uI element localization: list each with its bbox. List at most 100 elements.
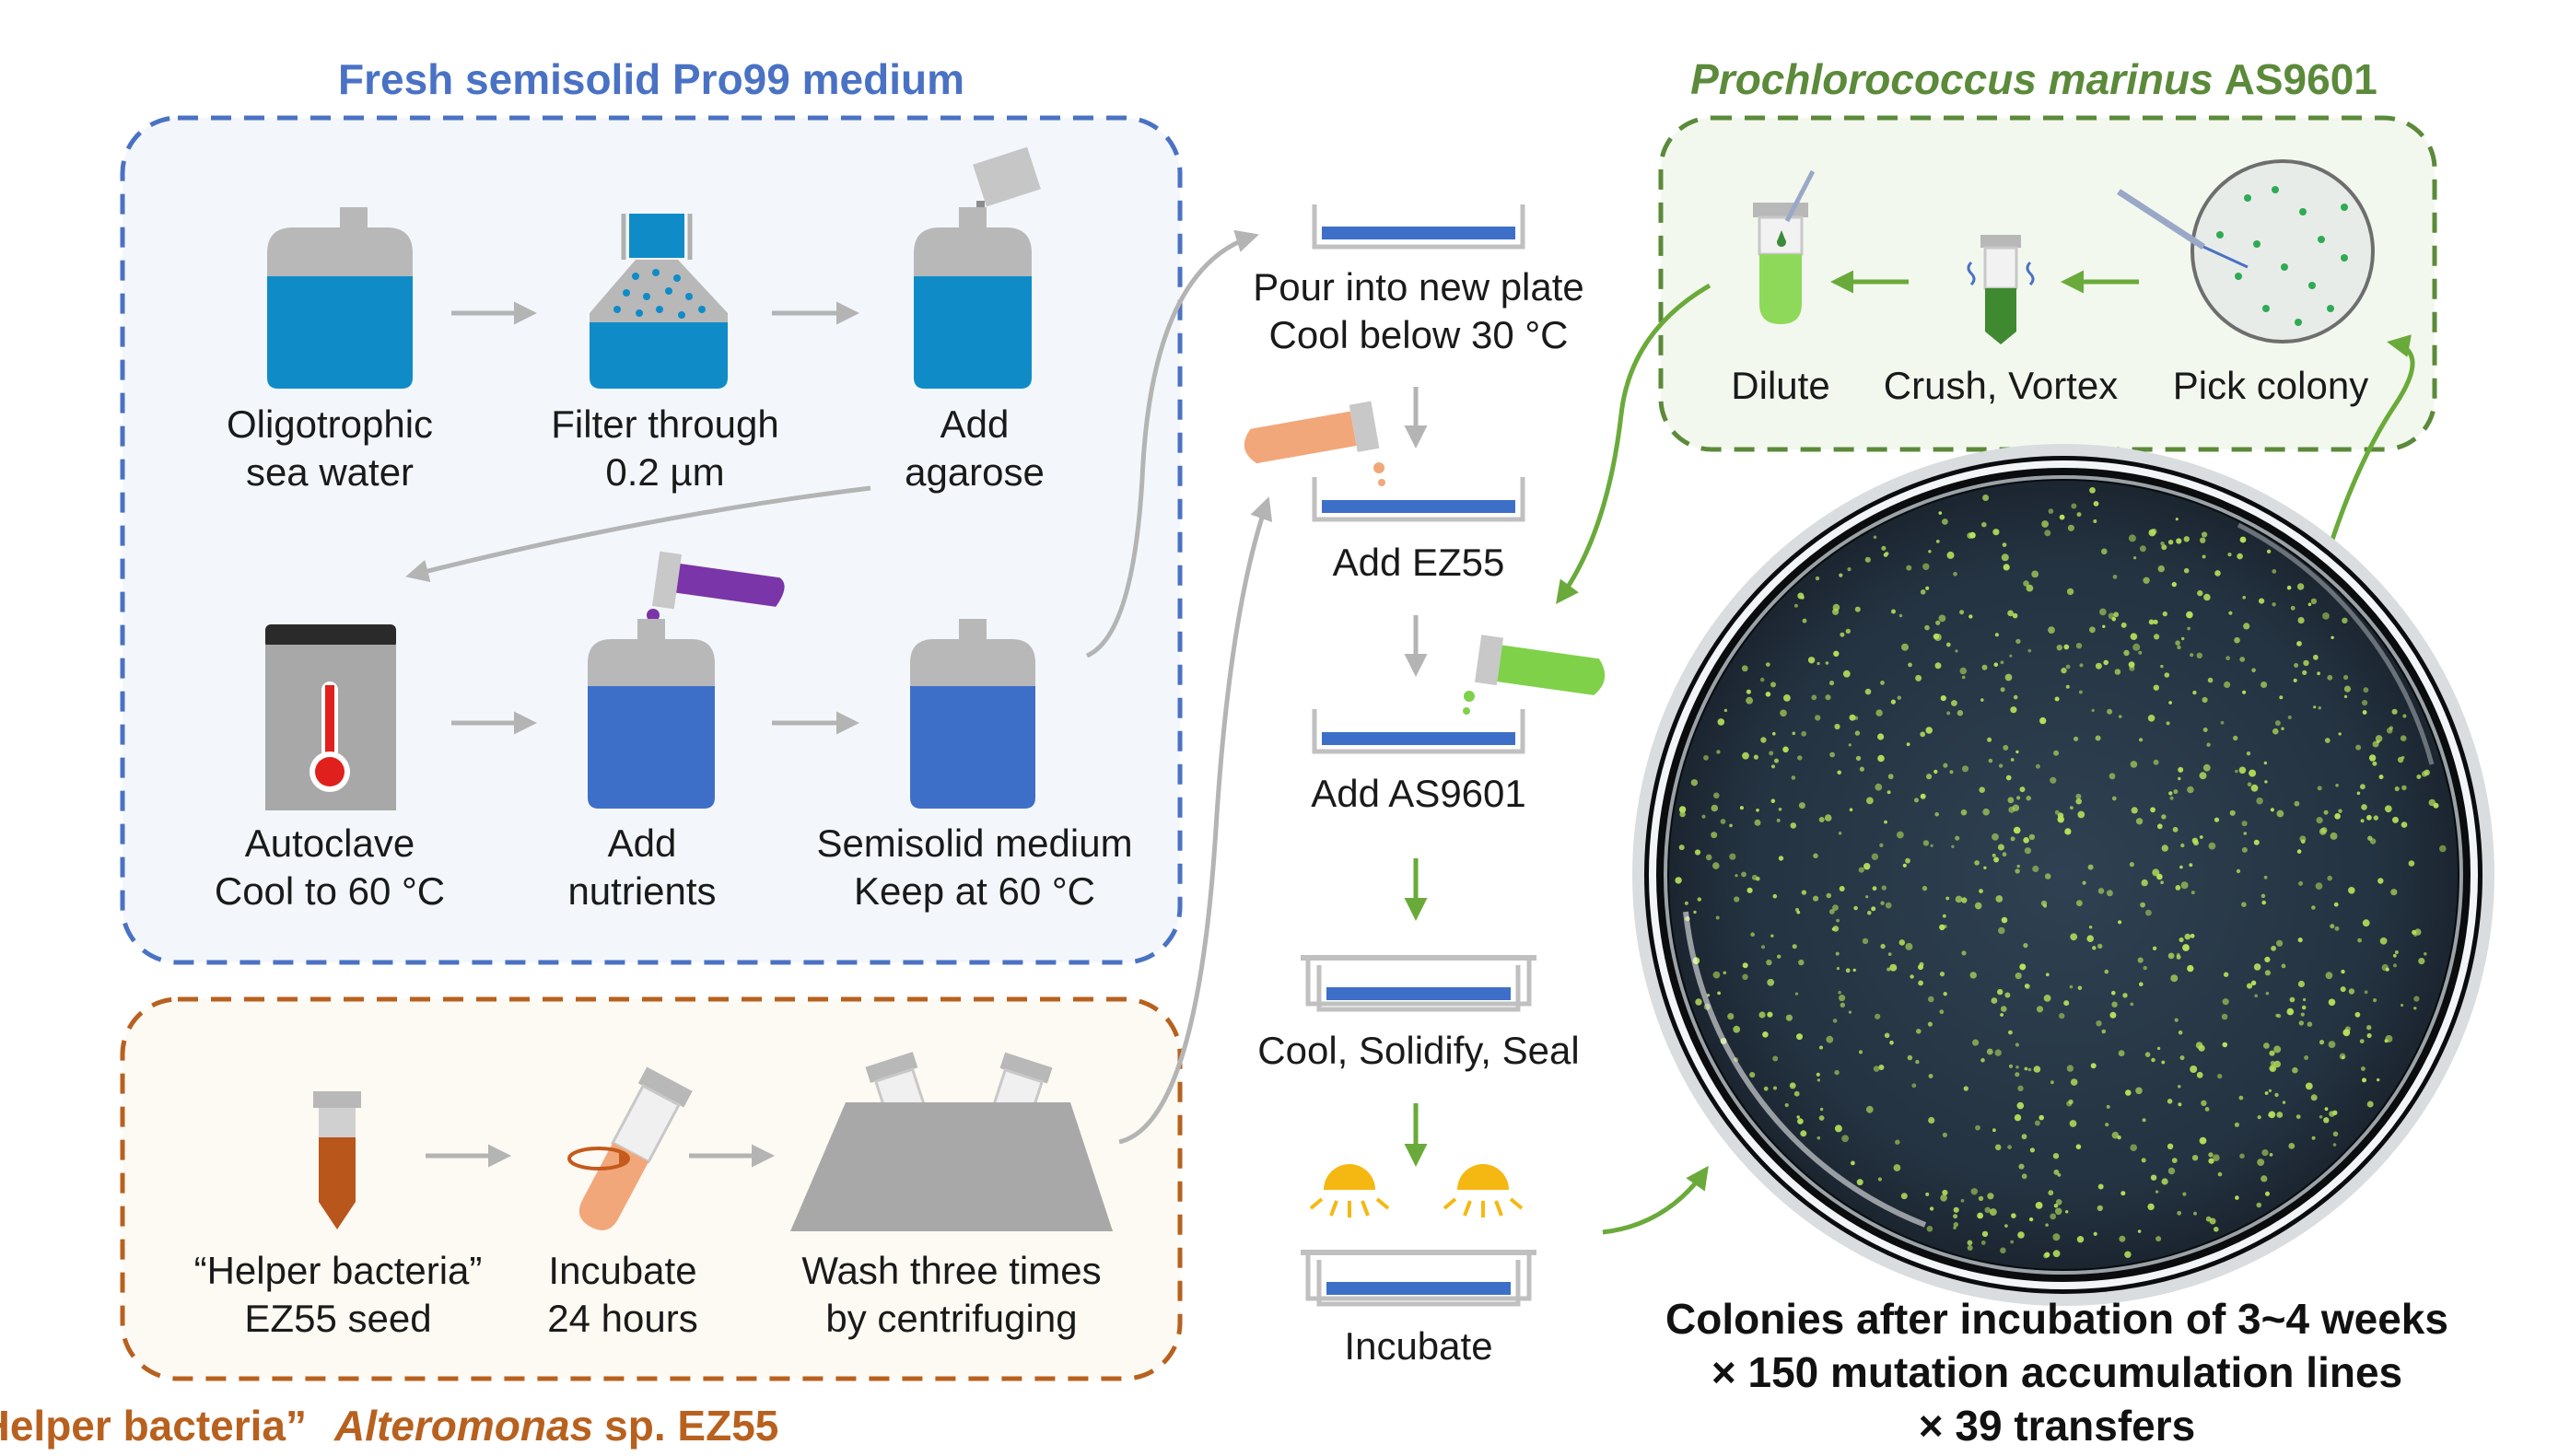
colony-dot	[2017, 1231, 2025, 1239]
colony-dot	[2041, 520, 2050, 528]
colony-dot	[1717, 991, 1721, 996]
colony-dot	[1711, 832, 1718, 839]
colony-dot	[1679, 810, 1686, 818]
colony-dot	[2075, 798, 2082, 805]
colony-dot	[2130, 633, 2138, 640]
colony-dot	[2201, 1100, 2207, 1107]
colony-dot	[1934, 811, 1939, 817]
colony-dot	[2087, 864, 2094, 870]
colony-dot	[2152, 946, 2157, 951]
colony-dot	[2413, 933, 2417, 937]
colony-dot	[2251, 668, 2256, 673]
colony-dot	[1924, 624, 1930, 631]
colony-dot	[2238, 1095, 2244, 1101]
colony-dot	[1801, 730, 1807, 737]
colony-dot	[2196, 1071, 2203, 1078]
colony-dot	[1981, 521, 1987, 528]
colony-dot	[2183, 536, 2190, 542]
colony-dot	[2229, 810, 2236, 816]
colony-dot	[2144, 1052, 2151, 1057]
colony-dot	[2335, 784, 2339, 787]
colony-dot	[2338, 732, 2342, 736]
colony-dot	[2373, 815, 2378, 821]
colony-dot	[1865, 895, 1869, 899]
colony-dot	[1815, 576, 1820, 581]
colony-dot	[1963, 1086, 1968, 1091]
sealed-plate-icon	[1301, 955, 1536, 1012]
colony-dot	[1815, 715, 1821, 721]
colony-dot	[2070, 933, 2078, 941]
colony-dot	[2023, 580, 2029, 587]
colony-dot	[2178, 766, 2184, 773]
seed-tube-icon	[313, 1091, 361, 1229]
colony-dot	[2327, 674, 2333, 681]
dilute-tube-icon	[1753, 169, 1816, 324]
colony-dot	[2310, 598, 2318, 605]
colony-dot	[2208, 1158, 2214, 1164]
colony-dot	[2076, 1236, 2085, 1243]
colony-dot	[1826, 1035, 1834, 1043]
colony-dot	[2209, 1217, 2216, 1225]
colony-dot	[1819, 1045, 1823, 1050]
colony-dot	[2394, 786, 2400, 792]
colony-dot	[1859, 766, 1864, 772]
colony-dot	[1845, 968, 1851, 973]
colony-dot	[1922, 885, 1928, 891]
colony-dot	[2005, 775, 2012, 781]
colony-dot	[2264, 970, 2271, 976]
colony-dot	[1756, 876, 1760, 881]
colony-dot	[1884, 820, 1887, 824]
colony-dot	[2015, 750, 2019, 754]
colony-dot	[2008, 1030, 2013, 1035]
colony-dot	[2294, 663, 2299, 668]
colony-dot	[2174, 1018, 2179, 1022]
colony-dot	[1729, 823, 1733, 828]
colony-dot	[1980, 698, 1984, 702]
colony-dot	[2288, 1143, 2295, 1149]
colony-dot	[1796, 1115, 1800, 1119]
colony-dot	[1741, 871, 1746, 878]
colony-dot	[2366, 814, 2372, 821]
colony-dot	[2269, 1050, 2275, 1056]
colony-dot	[1854, 606, 1861, 612]
colony-dot	[2059, 514, 2065, 520]
colony-dot	[1834, 723, 1840, 730]
colony-dot	[2019, 963, 2027, 971]
colony-dot	[2120, 622, 2127, 628]
colony-dot	[2332, 1143, 2337, 1147]
colony-dot	[2222, 1042, 2228, 1048]
colony-dot	[2272, 569, 2277, 574]
colony-dot	[1818, 817, 1825, 822]
colony-dot	[2124, 1251, 2132, 1258]
colony-dot	[2328, 998, 2336, 1007]
colony-dot	[1833, 650, 1840, 657]
centrifuge-icon	[790, 1052, 1113, 1231]
colony-dot	[2106, 1104, 2110, 1109]
colony-dot	[2105, 1123, 2109, 1127]
colony-dot	[1727, 1013, 1735, 1020]
colony-dot	[2023, 837, 2029, 844]
colony-dot	[2147, 1203, 2155, 1211]
colony-dot	[2228, 611, 2233, 615]
step-label: by centrifuging	[825, 1297, 1077, 1340]
colony-dot	[2016, 864, 2020, 868]
colony-dot	[1939, 1009, 1945, 1015]
colony-dot	[2319, 828, 2327, 835]
colony-dot	[2243, 623, 2250, 630]
colony-dot	[2325, 972, 2333, 980]
colony-dot	[2160, 880, 2164, 884]
colony-dot	[2279, 695, 2284, 700]
colony-dot	[1746, 696, 1753, 705]
colony-dot	[2000, 660, 2004, 665]
colony-dot	[2276, 939, 2284, 947]
colony-dot	[2234, 636, 2240, 644]
colony-dot	[1711, 804, 1719, 812]
colony-dot	[1905, 942, 1913, 950]
colony-dot	[1910, 974, 1914, 979]
colony-dot	[1929, 1206, 1934, 1211]
step-label: Add	[940, 402, 1010, 446]
colony-dot	[1849, 808, 1853, 811]
colony-dot	[1825, 661, 1829, 665]
colony-dot	[1817, 1136, 1821, 1140]
